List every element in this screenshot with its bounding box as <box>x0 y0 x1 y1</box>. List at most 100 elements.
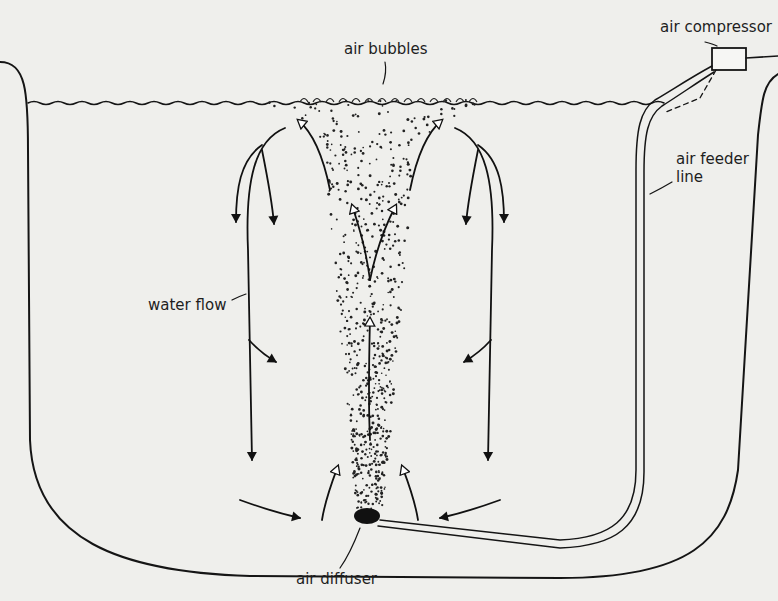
air-bubble <box>372 378 374 380</box>
air-bubble <box>387 280 390 283</box>
air-bubble <box>401 197 403 199</box>
air-bubble <box>381 392 384 395</box>
air-bubble <box>374 493 377 496</box>
air-bubble <box>351 408 354 411</box>
air-bubble <box>385 430 388 433</box>
air-bubble <box>389 381 391 383</box>
air-bubble <box>406 189 408 191</box>
air-bubble <box>338 163 340 165</box>
air-bubble <box>375 501 377 503</box>
air-bubble <box>374 280 376 282</box>
air-bubble <box>352 441 354 443</box>
air-bubble <box>361 450 364 453</box>
air-bubble <box>374 439 376 441</box>
air-bubble <box>380 331 383 334</box>
air-bubble <box>342 309 344 311</box>
air-bubble <box>398 264 401 267</box>
air-bubble <box>374 432 377 435</box>
air-bubble <box>339 198 342 201</box>
air-bubble <box>388 234 391 237</box>
air-bubble <box>376 404 378 406</box>
air-bubble <box>359 404 362 407</box>
air-bubble <box>373 387 375 389</box>
air-bubble <box>336 182 339 185</box>
air-bubble <box>358 468 361 471</box>
air-bubble <box>351 447 354 450</box>
air-bubble <box>359 385 361 387</box>
air-bubble <box>365 501 367 503</box>
air-bubble <box>346 296 348 298</box>
air-bubble <box>346 202 348 204</box>
air-bubble <box>370 442 372 444</box>
air-bubble <box>346 335 348 337</box>
air-bubble <box>359 435 361 437</box>
air-bubble <box>373 460 376 463</box>
air-bubble <box>348 370 350 372</box>
air-bubble <box>331 183 333 185</box>
flow-arrow <box>455 128 493 460</box>
air-bubble <box>387 292 389 294</box>
air-bubble <box>363 311 366 314</box>
air-bubble <box>352 368 354 370</box>
air-bubble <box>354 435 356 437</box>
air-bubble <box>377 415 379 417</box>
air-bubble <box>358 131 360 133</box>
air-bubble <box>386 342 388 344</box>
air-bubble <box>273 105 276 108</box>
air-bubble <box>390 323 393 326</box>
air-bubble <box>380 454 383 457</box>
air-bubble <box>352 477 354 479</box>
air-bubble <box>392 157 394 159</box>
air-bubble <box>363 335 365 337</box>
air-bubble <box>368 310 370 312</box>
air-bubble <box>344 316 346 318</box>
air-bubble <box>340 269 342 271</box>
air-bubble <box>393 182 396 185</box>
pond-outline <box>0 62 778 578</box>
air-bubble <box>377 451 379 453</box>
air-bubble <box>355 474 358 477</box>
air-bubble <box>380 492 383 495</box>
air-bubble <box>376 202 378 204</box>
air-bubble <box>340 144 342 146</box>
air-bubble <box>332 185 334 187</box>
air-bubble <box>350 296 352 298</box>
air-bubble <box>349 180 352 183</box>
air-bubble <box>359 326 361 328</box>
air-bubble <box>376 159 378 161</box>
air-bubble <box>378 203 380 205</box>
air-bubble <box>347 403 349 405</box>
air-bubble <box>370 295 372 297</box>
air-bubble <box>314 107 316 109</box>
air-bubble <box>427 115 430 118</box>
air-bubble <box>357 500 359 502</box>
flow-arrow <box>369 318 370 440</box>
air-bubble <box>375 428 378 431</box>
label: air feeder line <box>676 150 772 186</box>
air-bubble <box>343 235 345 237</box>
air-bubble <box>360 391 363 394</box>
air-bubble <box>365 464 368 467</box>
air-bubble <box>381 426 383 428</box>
air-bubble <box>366 251 368 253</box>
air-bubble <box>363 444 365 446</box>
air-bubble <box>380 427 382 429</box>
air-bubble <box>382 461 385 464</box>
air-bubble <box>398 320 401 323</box>
air-bubble <box>353 394 355 396</box>
air-bubble <box>387 111 389 113</box>
flow-arrow <box>298 120 330 190</box>
air-bubble <box>361 491 363 493</box>
air-bubble <box>382 354 385 357</box>
air-bubble <box>360 463 363 466</box>
air-bubble <box>376 184 379 187</box>
flow-arrow <box>240 500 300 518</box>
air-bubble <box>382 320 384 322</box>
flow-arrow <box>478 145 504 222</box>
air-bubble <box>365 484 368 487</box>
air-bubble <box>372 306 374 308</box>
air-bubble <box>370 507 372 509</box>
air-bubble <box>372 391 375 394</box>
air-bubble <box>367 431 369 433</box>
air-bubble <box>453 108 455 110</box>
